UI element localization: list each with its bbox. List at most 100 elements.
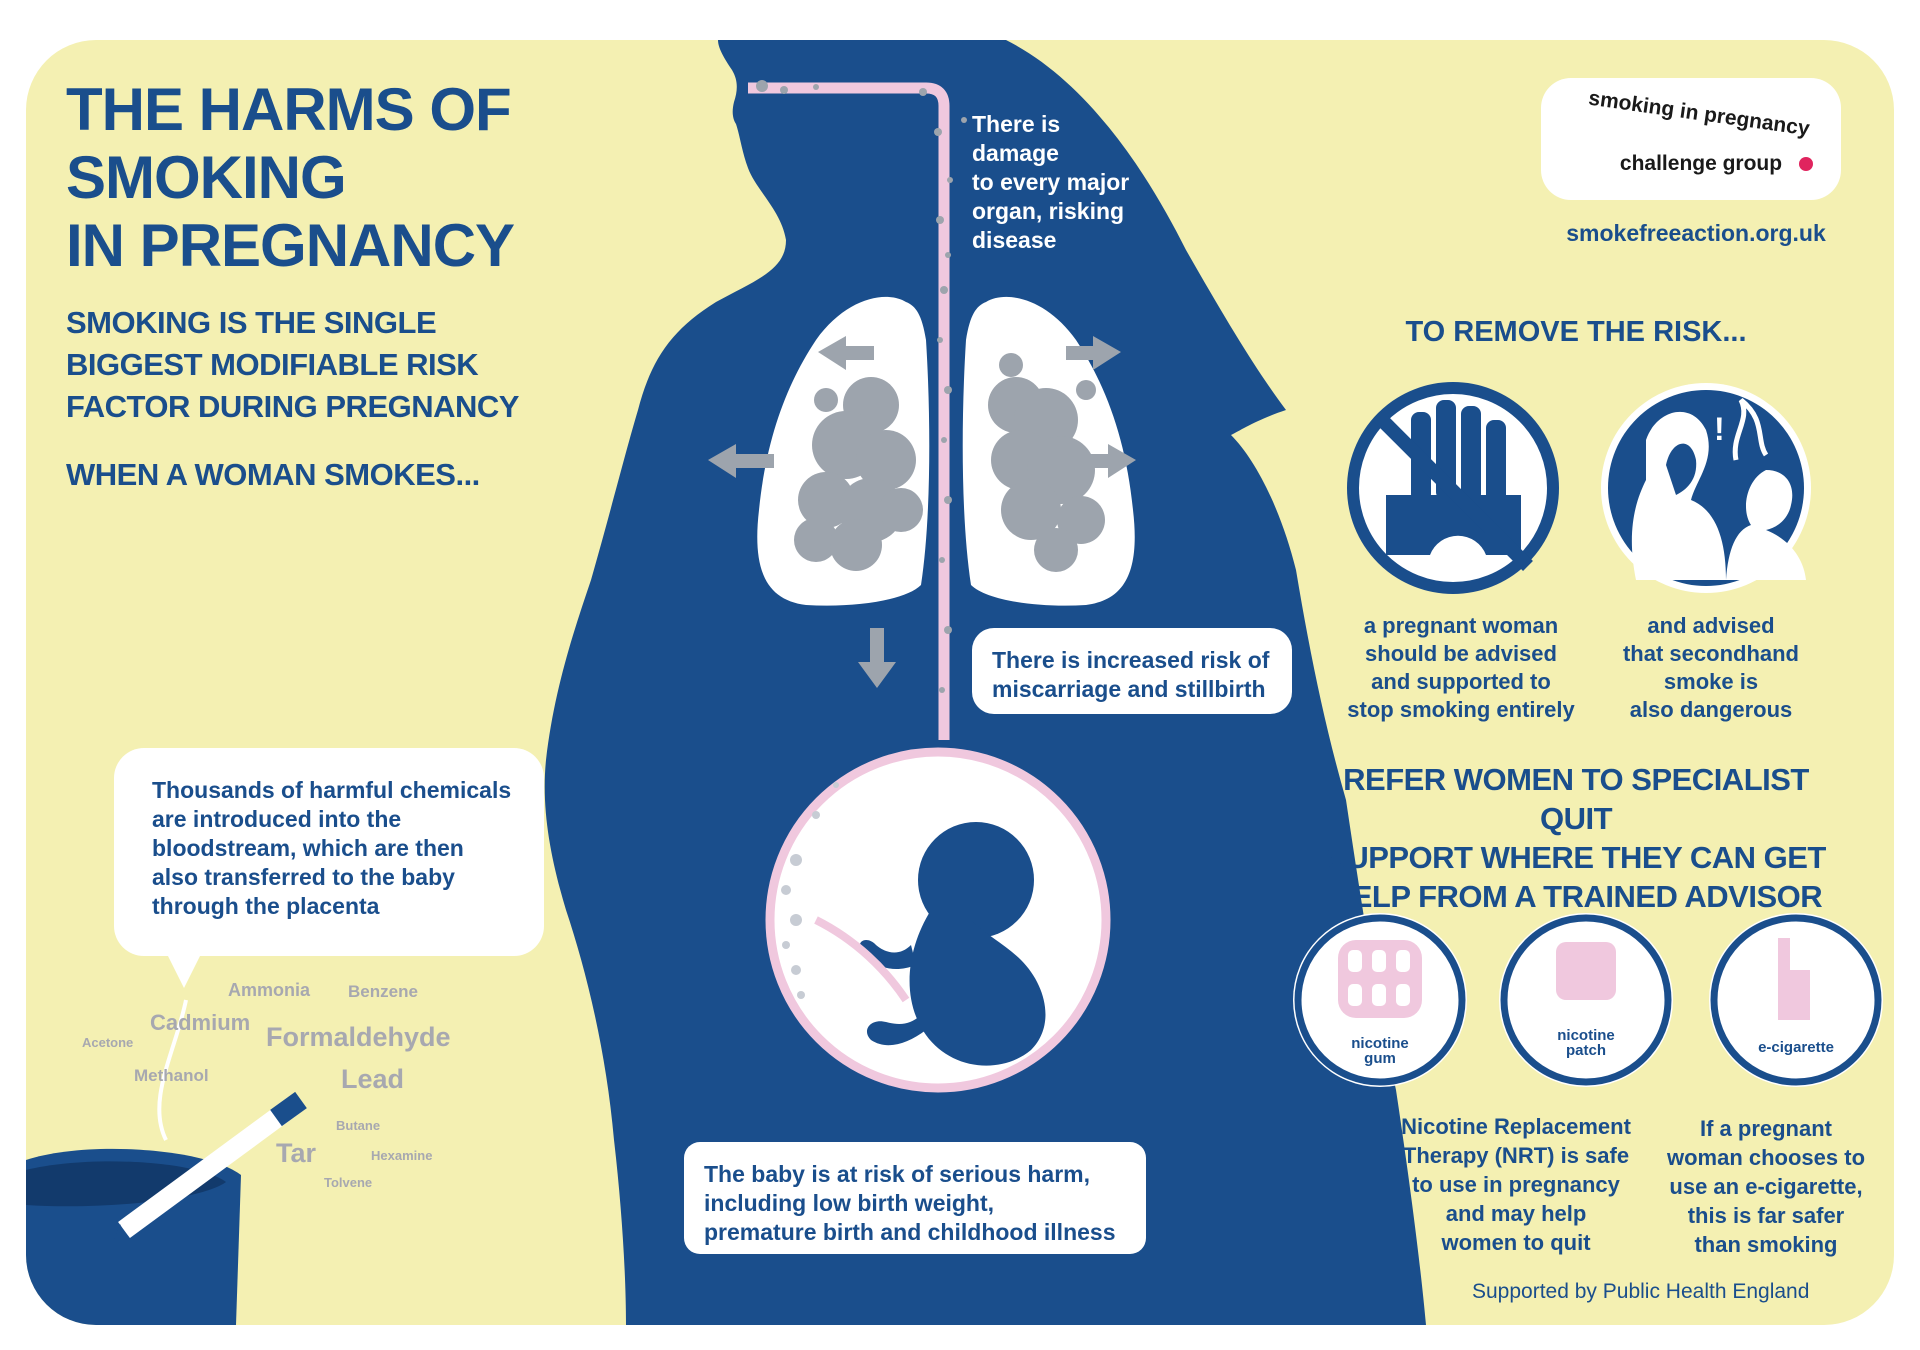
note-line: There is xyxy=(972,111,1061,137)
arrow-lower-right xyxy=(1071,444,1136,478)
text-line: should be advised xyxy=(1365,641,1557,666)
text-line: If a pregnant xyxy=(1699,1116,1832,1141)
miscarriage-bubble: There is increased risk of miscarriage a… xyxy=(972,628,1292,714)
no-smoking-icon xyxy=(1347,382,1559,594)
title-line: IN PREGNANCY xyxy=(66,212,515,279)
bubble-line: The baby is at risk of serious harm, xyxy=(704,1161,1091,1187)
text-line: also dangerous xyxy=(1629,697,1793,722)
website-link[interactable]: smokefreeaction.org.uk xyxy=(1566,220,1826,246)
text-line: REFER WOMEN TO SPECIALIST QUIT xyxy=(1343,762,1809,836)
arrow-lower-left xyxy=(708,444,774,478)
chemical-word: Lead xyxy=(341,1064,405,1094)
text-line: that secondhand xyxy=(1622,641,1799,666)
chemical-word: Tar xyxy=(276,1138,317,1168)
arrow-down xyxy=(858,628,896,688)
stop-smoking-text: a pregnant woman should be advised and s… xyxy=(1336,612,1586,724)
illustration: ! xyxy=(26,40,1883,1325)
bubble-tail xyxy=(166,952,202,988)
subtitle: SMOKING IS THE SINGLE BIGGEST MODIFIABLE… xyxy=(66,302,666,428)
when-heading: WHEN A WOMAN SMOKES... xyxy=(66,457,480,492)
text-line: a pregnant woman xyxy=(1363,613,1559,638)
text-line: this is far safer xyxy=(1687,1203,1845,1228)
nicotine-patch-icon xyxy=(1499,913,1673,1087)
text-line: and advised xyxy=(1647,613,1775,638)
label-line: gum xyxy=(1364,1050,1396,1067)
secondhand-smoke-text: and advised that secondhand smoke is als… xyxy=(1596,612,1826,724)
cigarette xyxy=(114,1091,307,1240)
text-line: Nicotine Replacement xyxy=(1401,1114,1631,1139)
nrt-safe-text: Nicotine Replacement Therapy (NRT) is sa… xyxy=(1386,1112,1646,1257)
subtitle-line: FACTOR DURING PREGNANCY xyxy=(66,389,519,424)
lung-smoke xyxy=(794,353,1105,572)
text-line: use an e-cigarette, xyxy=(1669,1174,1863,1199)
bubble-line: Thousands of harmful chemicals xyxy=(152,777,512,803)
secondhand-smoke-icon: ! xyxy=(1601,383,1811,593)
text-line: than smoking xyxy=(1694,1232,1838,1257)
organ-damage-note: There is damage to every major organ, ri… xyxy=(972,110,1192,255)
chemicals-bubble: Thousands of harmful chemicals are intro… xyxy=(114,748,544,956)
text-line: and supported to xyxy=(1371,669,1551,694)
placenta-dots xyxy=(781,782,839,999)
label-line: nicotine xyxy=(1557,1027,1615,1044)
bubble-line: premature birth and childhood illness xyxy=(704,1219,1116,1245)
poster: ! THE HARMS OF S xyxy=(26,40,1894,1325)
chemical-word: Cadmium xyxy=(150,1010,251,1035)
note-line: to every major xyxy=(972,169,1130,195)
text-line: to use in pregnancy xyxy=(1412,1172,1620,1197)
text-line: HELP FROM A TRAINED ADVISOR xyxy=(1329,879,1823,914)
label-line: patch xyxy=(1565,1042,1606,1059)
text-line: stop smoking entirely xyxy=(1347,697,1575,722)
baby-risk-bubble: The baby is at risk of serious harm, inc… xyxy=(684,1142,1146,1254)
arrow-upper-right xyxy=(1066,336,1121,370)
arrow-upper-left xyxy=(818,336,874,370)
e-cigarette-label: e-cigarette xyxy=(1758,1039,1834,1056)
title-line: THE HARMS OF xyxy=(66,76,512,143)
svg-text:!: ! xyxy=(1714,411,1725,447)
bubble-line: are introduced into the xyxy=(152,806,402,832)
logo xyxy=(1541,78,1841,200)
fetus xyxy=(859,822,1046,1066)
text-line: Therapy (NRT) is safe xyxy=(1402,1143,1630,1168)
note-line: organ, risking xyxy=(972,198,1125,224)
bubble-line: bloodstream, which are then xyxy=(152,835,464,861)
note-line: damage xyxy=(972,140,1059,166)
chemical-word: Butane xyxy=(336,1118,381,1133)
bubble-line: through the placenta xyxy=(152,893,380,919)
text-line: woman chooses to xyxy=(1666,1145,1866,1170)
bubble-line: There is increased risk of xyxy=(992,647,1270,673)
e-cigarette-icon xyxy=(1709,913,1883,1087)
page-title: THE HARMS OF SMOKING IN PREGNANCY xyxy=(66,76,586,280)
chemical-word: Formaldehyde xyxy=(266,1022,451,1052)
nicotine-patch-label: nicotine patch xyxy=(1526,1028,1646,1058)
bubble-line: also transferred to the baby xyxy=(152,864,455,890)
text-line: SUPPORT WHERE THEY CAN GET xyxy=(1326,840,1826,875)
subtitle-line: BIGGEST MODIFIABLE RISK xyxy=(66,347,479,382)
footer-credit: Supported by Public Health England xyxy=(1472,1280,1810,1303)
arrows xyxy=(708,336,1136,688)
chemical-word: Methanol xyxy=(134,1066,209,1085)
label-line: nicotine xyxy=(1351,1035,1409,1052)
note-line: disease xyxy=(972,227,1057,253)
text-line: and may help xyxy=(1445,1201,1587,1226)
chemical-word: Hexamine xyxy=(371,1148,433,1163)
womb xyxy=(765,747,1111,1093)
remove-risk-heading: TO REMOVE THE RISK... xyxy=(1405,316,1747,348)
nicotine-gum-icon xyxy=(1293,913,1467,1087)
refer-heading: REFER WOMEN TO SPECIALIST QUIT SUPPORT W… xyxy=(1306,760,1846,916)
chemical-word: Acetone xyxy=(82,1035,134,1050)
nicotine-gum-label: nicotine gum xyxy=(1320,1036,1440,1066)
chemical-word: Benzene xyxy=(348,982,418,1001)
subtitle-line: SMOKING IS THE SINGLE xyxy=(66,305,437,340)
bubble-line: including low birth weight, xyxy=(704,1190,995,1216)
chemical-word: Tolvene xyxy=(324,1175,373,1190)
bloodstream-tube xyxy=(748,80,967,740)
lungs xyxy=(757,296,1135,606)
ecig-safer-text: If a pregnant woman chooses to use an e-… xyxy=(1666,1114,1866,1259)
title-line: SMOKING xyxy=(66,144,347,211)
bubble-line: miscarriage and stillbirth xyxy=(992,676,1266,702)
smoke-trail xyxy=(157,999,188,1141)
text-line: smoke is xyxy=(1663,669,1759,694)
logo-line2: challenge group xyxy=(1619,152,1783,175)
text-line: women to quit xyxy=(1441,1230,1591,1255)
chemical-word: Ammonia xyxy=(228,980,311,1000)
